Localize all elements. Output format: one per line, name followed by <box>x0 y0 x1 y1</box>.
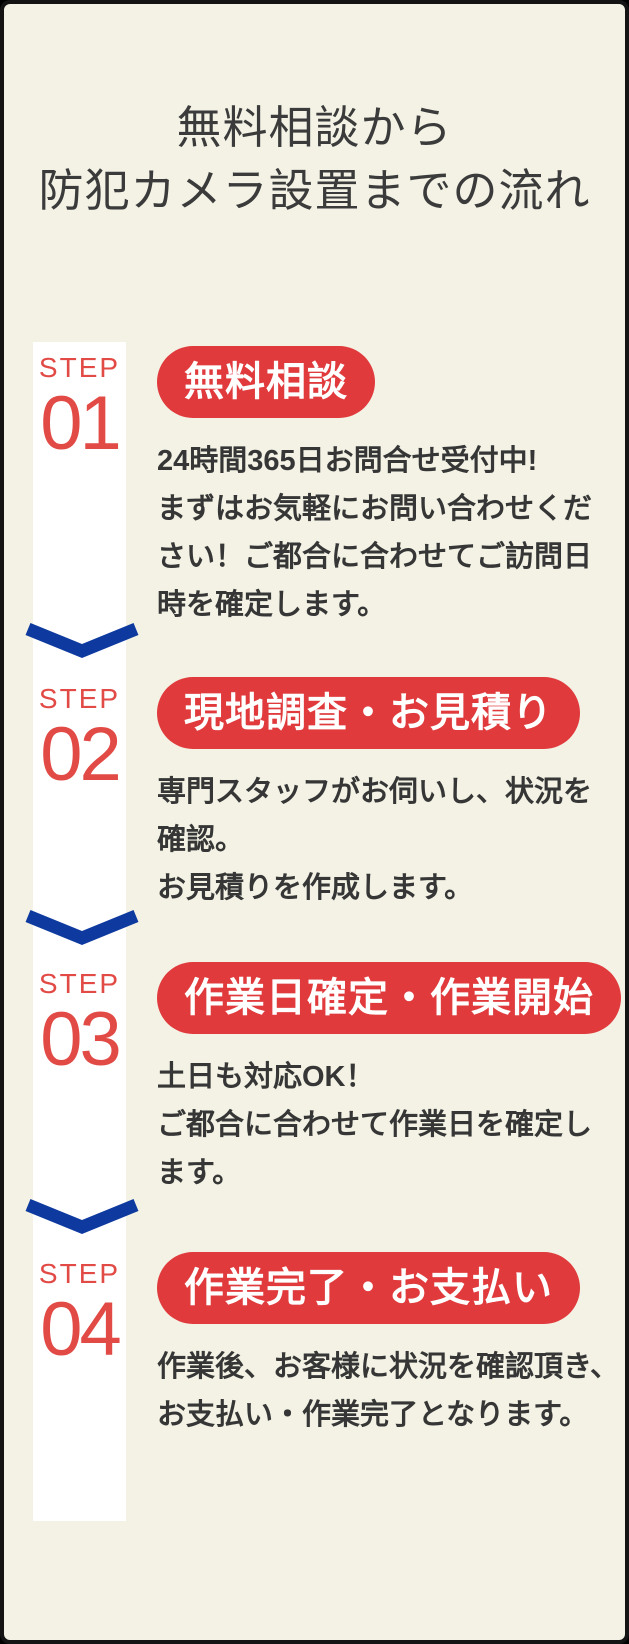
description-line: ご都合に合わせて作業日を確定し <box>157 1109 593 1141</box>
step-number: 04 <box>40 1287 122 1373</box>
step-number: 03 <box>40 997 122 1083</box>
step-description: 専門スタッフがお伺いし、状況を 確認。 お見積りを作成します。 <box>157 768 592 912</box>
chevron-down-icon <box>23 1196 141 1236</box>
step-content-4: 作業完了・お支払い 作業後、お客様に状況を確認頂き、 お支払い・作業完了となりま… <box>157 1252 619 1439</box>
step-section-3: STEP 03 作業日確定・作業開始 土日も対応OK！ ご都合に合わせて作業日を… <box>33 962 621 1197</box>
description-line: さい！ご都合に合わせてご訪問日 <box>157 541 593 573</box>
step-section-2: STEP 02 現地調査・お見積り 専門スタッフがお伺いし、状況を 確認。 お見… <box>33 677 613 912</box>
step-number: 02 <box>40 712 122 798</box>
step-title-badge: 作業日確定・作業開始 <box>157 962 621 1034</box>
step-description: 土日も対応OK！ ご都合に合わせて作業日を確定し ます。 <box>157 1053 613 1197</box>
description-line: ます。 <box>157 1157 242 1189</box>
description-line: 土日も対応OK！ <box>157 1061 375 1093</box>
step-indicator-4: STEP 04 <box>33 1252 126 1368</box>
description-line: 専門スタッフがお伺いし、状況を <box>157 776 593 808</box>
step-content-1: 無料相談 24時間365日お問合せ受付中! まずはお気軽にお問い合わせくだ さい… <box>157 346 592 629</box>
page-title: 無料相談から 防犯カメラ設置までの流れ <box>4 96 625 222</box>
description-line: お支払い・作業完了となります。 <box>157 1399 589 1431</box>
step-description: 24時間365日お問合せ受付中! まずはお気軽にお問い合わせくだ さい！ご都合に… <box>157 437 592 629</box>
step-description: 作業後、お客様に状況を確認頂き、 お支払い・作業完了となります。 <box>157 1343 619 1439</box>
step-title-badge: 作業完了・お支払い <box>157 1252 580 1324</box>
description-line: 24時間365日お問合せ受付中! <box>157 445 538 477</box>
step-indicator-1: STEP 01 <box>33 346 126 462</box>
description-line: まずはお気軽にお問い合わせくだ <box>157 493 593 525</box>
step-word: STEP <box>38 683 121 714</box>
step-content-2: 現地調査・お見積り 専門スタッフがお伺いし、状況を 確認。 お見積りを作成します… <box>157 677 592 912</box>
step-number: 01 <box>40 381 122 467</box>
description-line: 作業後、お客様に状況を確認頂き、 <box>157 1351 619 1383</box>
step-word: STEP <box>38 968 121 999</box>
step-content-3: 作業日確定・作業開始 土日も対応OK！ ご都合に合わせて作業日を確定し ます。 <box>157 962 621 1197</box>
step-section-4: STEP 04 作業完了・お支払い 作業後、お客様に状況を確認頂き、 お支払い・… <box>33 1252 619 1439</box>
chevron-down-icon <box>23 620 141 660</box>
description-line: 時を確定します。 <box>157 589 387 621</box>
step-section-1: STEP 01 無料相談 24時間365日お問合せ受付中! まずはお気軽にお問い… <box>33 346 613 629</box>
step-indicator-3: STEP 03 <box>33 962 126 1078</box>
description-line: お見積りを作成します。 <box>157 872 474 904</box>
step-word: STEP <box>38 352 121 383</box>
step-indicator-2: STEP 02 <box>33 677 126 793</box>
step-word: STEP <box>38 1258 121 1289</box>
chevron-down-icon <box>23 907 141 947</box>
page-title-line-1: 無料相談から <box>176 102 453 153</box>
description-line: 確認。 <box>157 824 245 856</box>
step-title-badge: 現地調査・お見積り <box>157 677 580 749</box>
page-title-line-2: 防犯カメラ設置までの流れ <box>38 165 591 216</box>
step-title-badge: 無料相談 <box>157 346 375 418</box>
